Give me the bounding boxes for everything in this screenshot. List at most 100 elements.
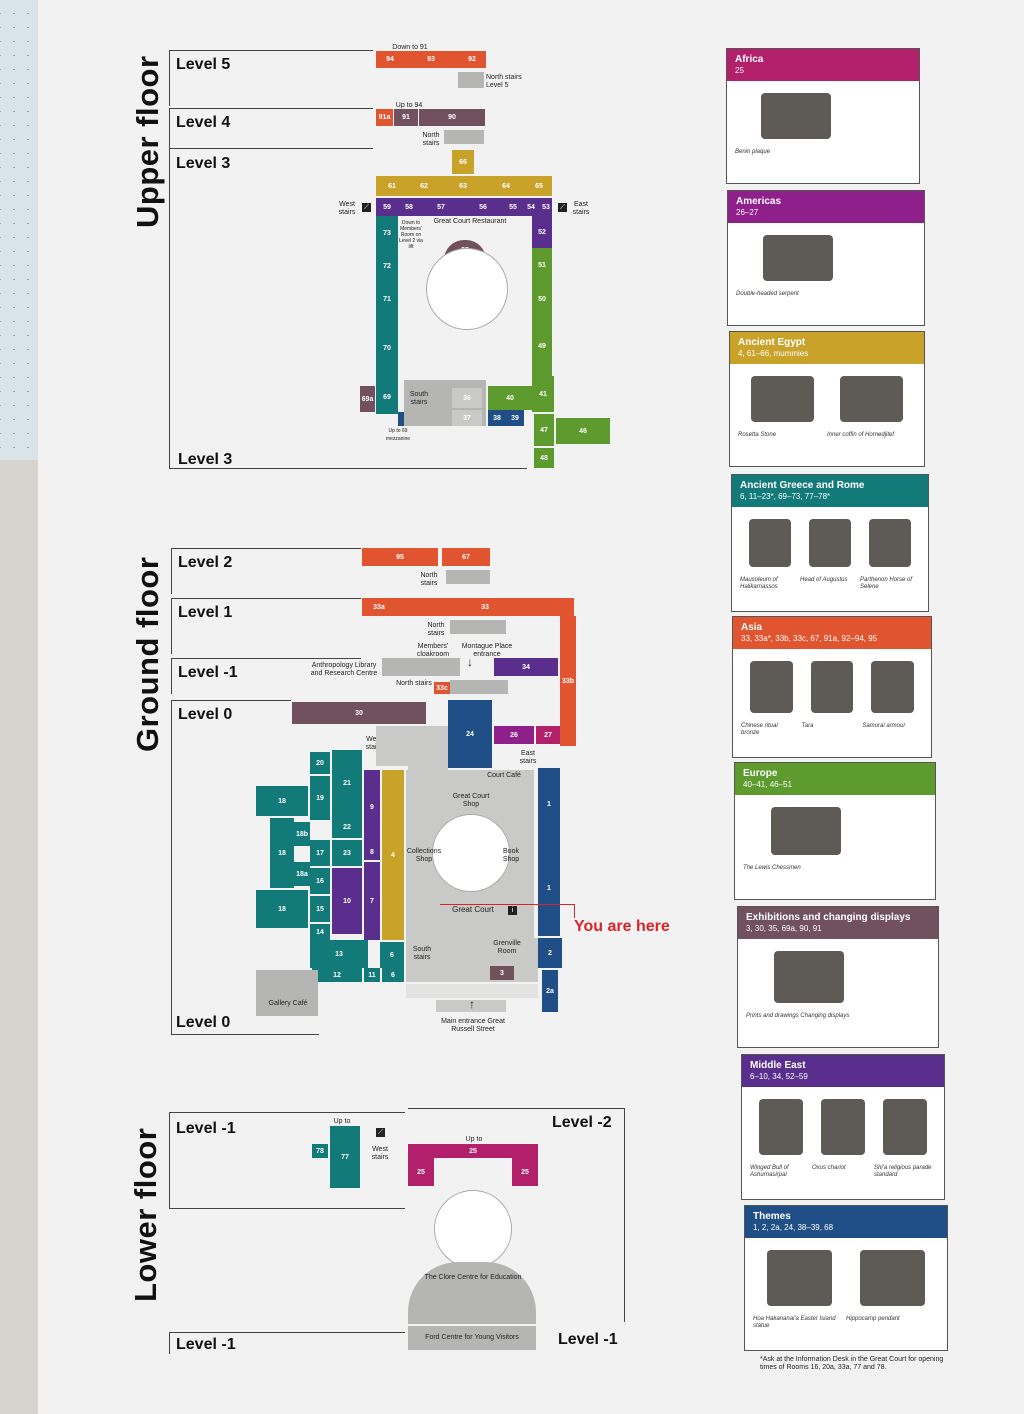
- room-19[interactable]: 19: [310, 776, 330, 820]
- room-22[interactable]: 22: [332, 816, 362, 838]
- room-6[interactable]: 6: [380, 942, 404, 968]
- room-18b[interactable]: 18b: [294, 822, 310, 846]
- room-72[interactable]: 72: [376, 250, 398, 282]
- room-2[interactable]: 2: [538, 938, 562, 968]
- room-38[interactable]: 38: [488, 410, 506, 426]
- room-33b[interactable]: 33b: [560, 616, 576, 746]
- room-2a[interactable]: 2a: [542, 970, 558, 1012]
- room-7[interactable]: 7: [364, 862, 380, 940]
- room-13[interactable]: 13: [310, 940, 368, 968]
- room-95[interactable]: 95: [362, 548, 438, 566]
- room-62[interactable]: 62: [408, 176, 440, 196]
- room-40[interactable]: 40: [488, 386, 532, 410]
- room-21[interactable]: 21: [332, 750, 362, 816]
- room-54[interactable]: 54: [522, 198, 540, 216]
- room-69[interactable]: 69: [376, 380, 398, 414]
- room-14[interactable]: 14: [310, 924, 330, 940]
- room-15[interactable]: 15: [310, 896, 330, 922]
- room-73[interactable]: 73: [376, 216, 398, 250]
- room-18[interactable]: 18: [256, 890, 308, 928]
- info-icon[interactable]: i: [508, 906, 517, 915]
- room-4[interactable]: 4: [382, 770, 404, 940]
- room-26[interactable]: 26: [494, 726, 534, 744]
- room-53[interactable]: 53: [540, 198, 552, 216]
- room-66[interactable]: 66: [452, 150, 474, 174]
- exhibit-caption: Prints and drawings Changing displays: [746, 1013, 850, 1019]
- room-6[interactable]: 6: [382, 968, 404, 982]
- room-1[interactable]: 1: [538, 840, 560, 936]
- room-25[interactable]: 25: [408, 1144, 538, 1158]
- room-33[interactable]: 33: [396, 598, 574, 616]
- room-20[interactable]: 20: [310, 752, 330, 774]
- room-18[interactable]: 18: [256, 786, 308, 816]
- room-12[interactable]: 12: [312, 968, 362, 982]
- room-39[interactable]: 39: [506, 410, 524, 426]
- room-48[interactable]: 48: [534, 448, 554, 468]
- room-18[interactable]: 18: [270, 818, 294, 888]
- room-50[interactable]: 50: [532, 282, 552, 316]
- room-67[interactable]: 67: [442, 548, 490, 566]
- room-46[interactable]: 46: [556, 418, 610, 444]
- room-25[interactable]: 25: [512, 1158, 538, 1186]
- exhibit-caption: Chinese ritual bronze: [741, 723, 778, 736]
- room-10[interactable]: 10: [332, 868, 362, 934]
- gallery-cafe[interactable]: [256, 970, 318, 1016]
- room-91[interactable]: 91: [394, 109, 418, 126]
- room-69a[interactable]: 69a: [360, 386, 375, 412]
- room-27[interactable]: 27: [536, 726, 560, 744]
- room-49[interactable]: 49: [532, 316, 552, 376]
- room-23[interactable]: 23: [332, 840, 362, 866]
- room-1[interactable]: 1: [538, 768, 560, 840]
- room-41[interactable]: 41: [532, 376, 554, 412]
- room-11[interactable]: 11: [364, 968, 380, 982]
- room-33a[interactable]: 33a: [362, 598, 396, 616]
- room-25[interactable]: 25: [408, 1158, 434, 1186]
- ford-centre[interactable]: [408, 1326, 536, 1350]
- room-8[interactable]: 8: [364, 844, 380, 860]
- room-70[interactable]: 70: [376, 316, 398, 380]
- room-34[interactable]: 34: [494, 658, 558, 676]
- divider-line: [169, 1332, 170, 1354]
- room-57[interactable]: 57: [420, 198, 462, 216]
- room-52[interactable]: 52: [532, 216, 552, 248]
- room-37[interactable]: 37: [452, 410, 482, 426]
- room-91a[interactable]: 91a: [376, 109, 393, 126]
- room-3[interactable]: 3: [490, 966, 514, 980]
- room-24[interactable]: 24: [448, 700, 492, 768]
- room-47[interactable]: 47: [534, 414, 554, 446]
- room-18a[interactable]: 18a: [294, 862, 310, 886]
- room-9[interactable]: 9: [364, 770, 380, 844]
- room-93[interactable]: 93: [404, 51, 458, 68]
- room-71[interactable]: 71: [376, 282, 398, 316]
- exhibit-caption: Hippocamp pendant: [846, 1316, 900, 1322]
- room-56[interactable]: 56: [462, 198, 504, 216]
- room-92[interactable]: 92: [458, 51, 486, 68]
- room-36[interactable]: 36: [452, 388, 482, 408]
- clore-centre[interactable]: [408, 1262, 536, 1324]
- room-65[interactable]: 65: [526, 176, 552, 196]
- room-51[interactable]: 51: [532, 248, 552, 282]
- room-16[interactable]: 16: [310, 868, 330, 894]
- room-94[interactable]: 94: [376, 51, 404, 68]
- room-59[interactable]: 59: [376, 198, 398, 216]
- room-64[interactable]: 64: [486, 176, 526, 196]
- room-17[interactable]: 17: [310, 840, 330, 866]
- room-55[interactable]: 55: [504, 198, 522, 216]
- room-90[interactable]: 90: [419, 109, 485, 126]
- room-63[interactable]: 63: [440, 176, 486, 196]
- room-30[interactable]: 30: [292, 702, 426, 724]
- room-58[interactable]: 58: [398, 198, 420, 216]
- room-61[interactable]: 61: [376, 176, 408, 196]
- room-77[interactable]: 77: [330, 1126, 360, 1188]
- room-33c[interactable]: 33c: [434, 682, 450, 694]
- room-78[interactable]: 78: [312, 1144, 328, 1158]
